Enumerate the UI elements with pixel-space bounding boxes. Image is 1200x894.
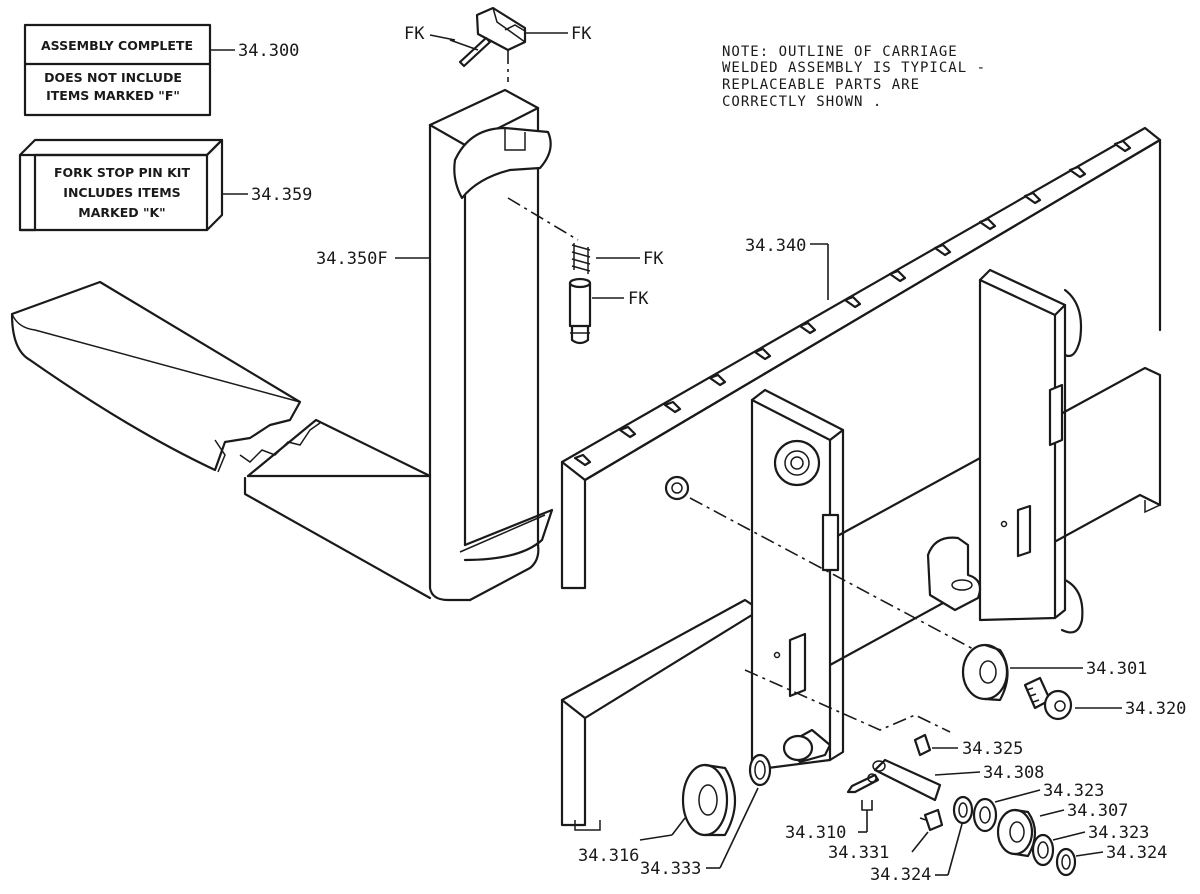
label-34-308: 34.308: [983, 763, 1044, 783]
label-34-310: 34.310: [785, 823, 846, 843]
label-fk-plunger: FK: [628, 289, 649, 309]
kit-box-line2: INCLUDES ITEMS: [63, 185, 180, 200]
label-34-359: 34.359: [251, 185, 312, 205]
carriage-upper-bar: [560, 126, 1162, 590]
label-34-316: 34.316: [578, 846, 639, 866]
label-fk-pin: FK: [404, 24, 425, 44]
fork-arm: [10, 88, 554, 602]
label-34-350f: 34.350F: [316, 249, 388, 269]
label-34-324b: 34.324: [1106, 843, 1167, 863]
label-34-325: 34.325: [962, 739, 1023, 759]
label-34-323a: 34.323: [1043, 781, 1104, 801]
label-34-323b: 34.323: [1088, 823, 1149, 843]
lower-roller: [681, 763, 736, 837]
retainer-clip: [913, 733, 932, 757]
assembly-box-line1: ASSEMBLY COMPLETE: [41, 38, 193, 53]
kit-box-line3: MARKED "K": [78, 205, 165, 220]
weld-bracket: [926, 536, 982, 612]
label-34-301: 34.301: [1086, 659, 1147, 679]
axle-shaft: [872, 758, 942, 802]
fork-stop-roll-pin: [458, 36, 492, 68]
carriage-lower-bar: [560, 366, 1162, 831]
label-34-300: 34.300: [238, 41, 299, 61]
lower-roller-washer: [748, 753, 772, 787]
label-fk-spring: FK: [643, 249, 664, 269]
label-fk-latch: FK: [571, 24, 592, 44]
side-roller: [996, 808, 1037, 858]
note-block: NOTE: OUTLINE OF CARRIAGE WELDED ASSEMBL…: [722, 44, 986, 110]
label-34-307: 34.307: [1067, 801, 1128, 821]
kit-box-line1: FORK STOP PIN KIT: [54, 165, 190, 180]
label-34-324a: 34.324: [870, 865, 931, 885]
washer-inner-a: [952, 795, 974, 825]
assembly-complete-box: ASSEMBLY COMPLETE DOES NOT INCLUDE ITEMS…: [23, 23, 299, 117]
stop-plunger: [568, 277, 592, 345]
washer-outer-b: [1055, 847, 1077, 877]
label-34-340: 34.340: [745, 236, 806, 256]
note-line3: REPLACEABLE PARTS ARE: [722, 77, 920, 93]
assembly-box-line2: DOES NOT INCLUDE: [44, 70, 182, 85]
carriage-right-plate: [978, 268, 1084, 634]
roller-bolt: [1023, 676, 1073, 721]
note-line1: NOTE: OUTLINE OF CARRIAGE: [722, 44, 958, 60]
cap-screw: [846, 773, 880, 794]
fork-stop-pin-kit-box: FORK STOP PIN KIT INCLUDES ITEMS MARKED …: [18, 138, 312, 232]
stop-spring: [571, 243, 591, 274]
washer-outer-a: [1031, 833, 1055, 867]
note-line2: WELDED ASSEMBLY IS TYPICAL -: [722, 60, 986, 76]
note-line4: CORRECTLY SHOWN .: [722, 94, 882, 110]
label-34-331: 34.331: [828, 843, 889, 863]
upper-roller: [961, 643, 1009, 702]
assembly-box-line3: ITEMS MARKED "F": [46, 88, 180, 103]
carriage-left-plate: [750, 388, 845, 772]
label-34-333: 34.333: [640, 859, 701, 879]
label-34-320: 34.320: [1125, 699, 1186, 719]
washer-inner-b: [972, 797, 998, 833]
grease-fitting: [919, 808, 944, 832]
